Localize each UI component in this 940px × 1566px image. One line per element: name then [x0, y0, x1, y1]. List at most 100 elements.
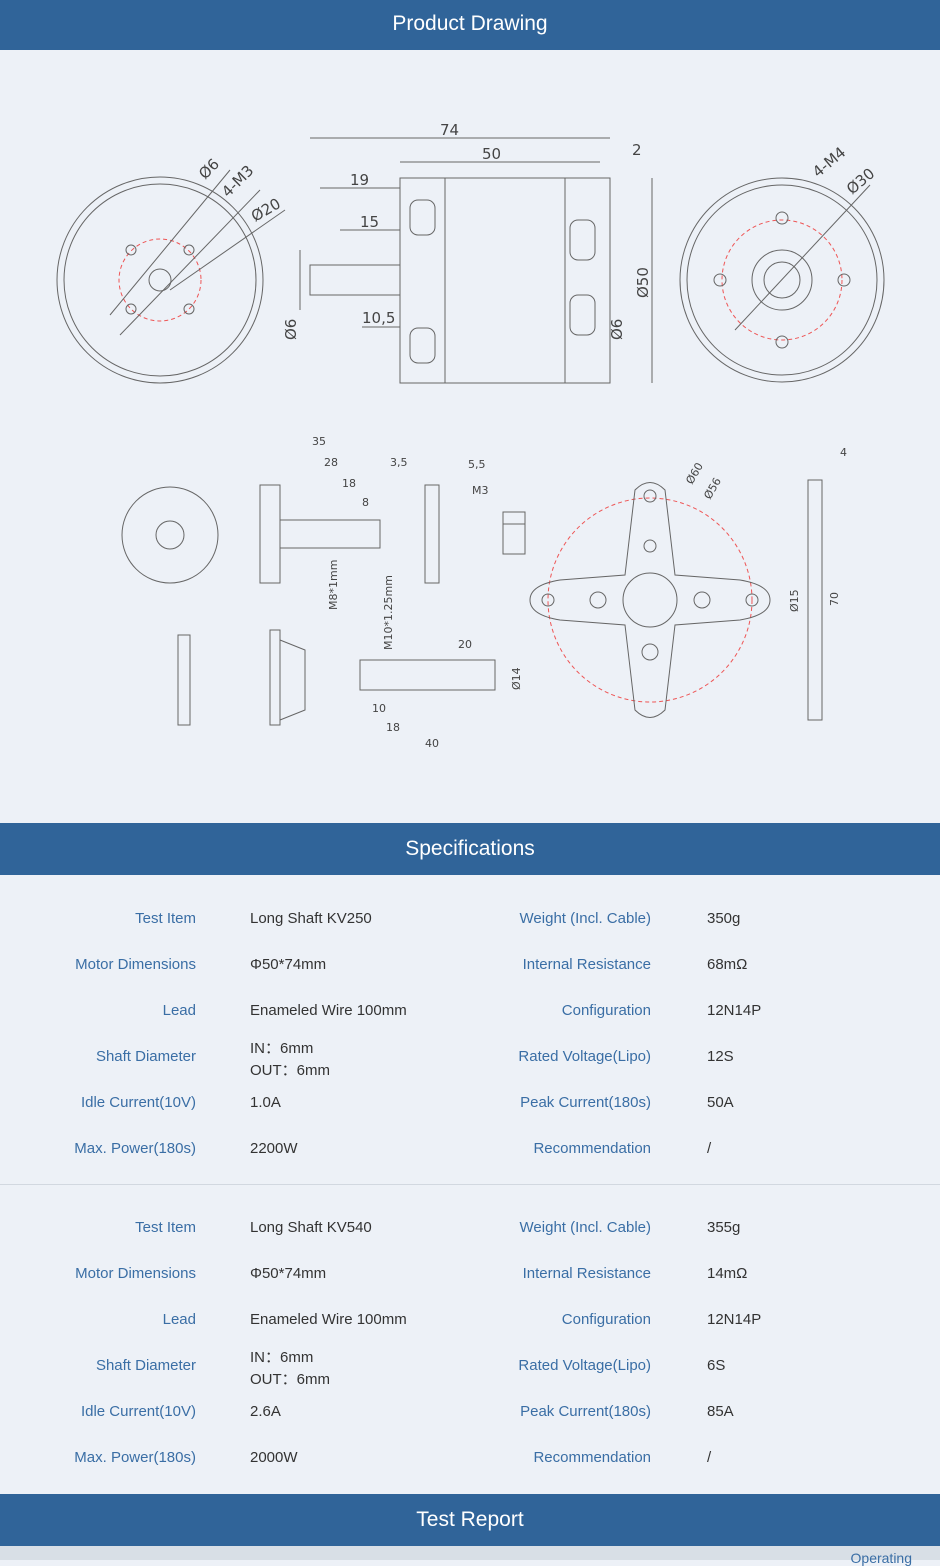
spec-row: Idle Current(10V) 2.6A Peak Current(180s) 8…	[0, 1401, 940, 1447]
svg-text:5,5: 5,5	[468, 458, 486, 471]
svg-text:Ø30: Ø30	[843, 164, 878, 198]
svg-text:18: 18	[342, 477, 356, 490]
svg-text:18: 18	[386, 721, 400, 734]
spec-label: Test Item	[135, 1219, 196, 1236]
svg-text:Ø20: Ø20	[248, 194, 284, 225]
svg-text:50: 50	[482, 145, 501, 163]
spec-value: /	[707, 1140, 712, 1157]
svg-text:M10*1.25mm: M10*1.25mm	[382, 575, 395, 650]
svg-text:4-M4: 4-M4	[809, 143, 849, 181]
spec-value: 2000W	[250, 1449, 298, 1466]
spec-label: Idle Current(10V)	[80, 1094, 196, 1111]
mount-plate	[529, 482, 771, 718]
svg-text:70: 70	[828, 592, 841, 606]
table-divider	[0, 1184, 940, 1185]
svg-text:8: 8	[362, 496, 369, 509]
spec-value: 355g	[707, 1219, 741, 1236]
motor-side-view	[299, 137, 653, 384]
svg-text:28: 28	[324, 456, 338, 469]
svg-text:10: 10	[372, 702, 386, 715]
spec-label: Configuration	[561, 1311, 651, 1328]
spec-label: Internal Resistance	[522, 1265, 651, 1282]
svg-text:19: 19	[350, 171, 369, 189]
spec-label: Peak Current(180s)	[520, 1403, 651, 1420]
product-drawing: 74 50 19 15 10,5 2 Ø6 4-M3 Ø20 Ø6 Ø6 Ø50…	[0, 50, 940, 823]
svg-text:4: 4	[840, 446, 847, 459]
test-report-table-top: Operating	[0, 1546, 940, 1566]
spec-label: Rated Voltage(Lipo)	[518, 1048, 651, 1065]
spec-value: Enameled Wire 100mm	[250, 1002, 407, 1019]
spec-label: Shaft Diameter	[95, 1357, 196, 1374]
spec-row: Test Item Long Shaft KV540 Weight (Incl. C…	[0, 1217, 940, 1263]
svg-text:Ø6: Ø6	[195, 155, 223, 183]
product-drawing-header: Product Drawing	[0, 0, 940, 50]
spec-value: IN：6mm	[250, 1349, 314, 1366]
spec-row: Idle Current(10V) 1.0A Peak Current(180s) 5…	[0, 1092, 940, 1138]
spec-row: Motor Dimensions Φ50*74mm Internal Resista…	[0, 1263, 940, 1309]
spec-label: Lead	[162, 1311, 196, 1328]
spec-label: Test Item	[135, 910, 196, 927]
svg-text:M3: M3	[472, 484, 489, 497]
spec-value: 2.6A	[250, 1403, 281, 1420]
motor-rear-view	[679, 177, 885, 383]
spec-label: Recommendation	[533, 1449, 651, 1466]
spec-label: Shaft Diameter	[95, 1048, 196, 1065]
spec-row: Max. Power(180s) 2000W Recommendation /	[0, 1447, 940, 1493]
svg-text:20: 20	[458, 638, 472, 651]
spec-label: Weight (Incl. Cable)	[519, 1219, 651, 1236]
svg-text:74: 74	[440, 121, 459, 139]
spec-value: OUT：6mm	[250, 1371, 330, 1388]
spec-label: Motor Dimensions	[75, 956, 196, 973]
spec-value: 6S	[707, 1357, 726, 1374]
spec-label: Max. Power(180s)	[74, 1140, 196, 1157]
accessory-parts	[121, 479, 823, 726]
spec-value: Φ50*74mm	[250, 956, 327, 973]
svg-text:Ø50: Ø50	[634, 267, 652, 298]
svg-text:Ø6: Ø6	[282, 319, 300, 340]
spec-value: Enameled Wire 100mm	[250, 1311, 407, 1328]
svg-text:3,5: 3,5	[390, 456, 408, 469]
spec-value: 2200W	[250, 1140, 298, 1157]
spec-value: 12N14P	[707, 1311, 762, 1328]
spec-value: Long Shaft KV540	[250, 1219, 372, 1236]
svg-text:40: 40	[425, 737, 439, 750]
spec-label: Idle Current(10V)	[80, 1403, 196, 1420]
spec-value: 50A	[707, 1094, 734, 1111]
test-report-header: Test Report	[0, 1494, 940, 1546]
spec-label: Recommendation	[533, 1140, 651, 1157]
spec-value: 12S	[707, 1048, 734, 1065]
spec-value: Long Shaft KV250	[250, 910, 372, 927]
svg-text:Ø15: Ø15	[788, 589, 801, 612]
spec-row: Test Item Long Shaft KV250 Weight (Incl. C…	[0, 908, 940, 954]
spec-label: Configuration	[561, 1002, 651, 1019]
spec-label: Lead	[162, 1002, 196, 1019]
spec-row: Max. Power(180s) 2200W Recommendation /	[0, 1138, 940, 1184]
spec-value: 85A	[707, 1403, 734, 1420]
svg-text:2: 2	[632, 141, 642, 159]
spec-value: 14mΩ	[707, 1265, 748, 1282]
spec-label: Max. Power(180s)	[74, 1449, 196, 1466]
spec-value: 350g	[707, 910, 741, 927]
spec-label: Peak Current(180s)	[520, 1094, 651, 1111]
spec-value: Φ50*74mm	[250, 1265, 327, 1282]
motor-front-view	[56, 169, 286, 384]
spec-label: Rated Voltage(Lipo)	[518, 1357, 651, 1374]
spec-label: Weight (Incl. Cable)	[519, 910, 651, 927]
spec-row: Lead Enameled Wire 100mm Configuration 12N1…	[0, 1309, 940, 1355]
svg-text:35: 35	[312, 435, 326, 448]
svg-text:Ø14: Ø14	[510, 667, 523, 690]
svg-text:Ø60: Ø60	[683, 460, 706, 486]
svg-text:M8*1mm: M8*1mm	[327, 560, 340, 610]
spec-value: /	[707, 1449, 712, 1466]
svg-text:Ø6: Ø6	[608, 319, 626, 340]
spec-label: Motor Dimensions	[75, 1265, 196, 1282]
specifications-header: Specifications	[0, 823, 940, 875]
svg-text:10,5: 10,5	[362, 309, 395, 327]
spec-value: OUT：6mm	[250, 1062, 330, 1079]
spec-value: 68mΩ	[707, 956, 748, 973]
spec-value: 1.0A	[250, 1094, 281, 1111]
